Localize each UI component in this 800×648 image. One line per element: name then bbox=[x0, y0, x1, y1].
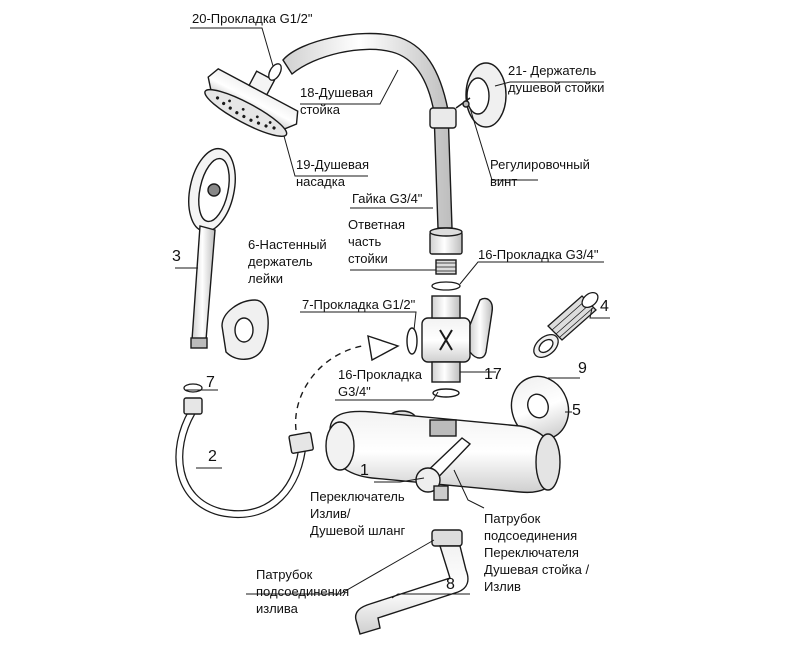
label-switch-line3: Душевой шланг bbox=[310, 523, 406, 538]
label-gasket-16-top: 16-Прокладка G3/4" bbox=[478, 247, 599, 262]
label-counterpart-line3: стойки bbox=[348, 251, 388, 266]
label-wall-holder-line3: лейки bbox=[248, 271, 284, 286]
label-switch-line1: Переключатель bbox=[310, 489, 405, 504]
label-switch: Переключатель Излив/ Душевой шланг bbox=[310, 488, 405, 539]
label-spout-connector-line3: излива bbox=[256, 601, 298, 616]
label-gasket-16-bottom-line1: 16-Прокладка bbox=[338, 367, 423, 382]
label-spout-connector: Патрубок подсоединения излива bbox=[256, 566, 349, 617]
label-gasket-7: 7-Прокладка G1/2" bbox=[302, 297, 416, 312]
riser-counterpart bbox=[435, 259, 457, 275]
gasket-7-small bbox=[183, 383, 203, 393]
label-nut: Гайка G3/4" bbox=[352, 191, 423, 206]
label-wall-holder: 6-Настенный держатель лейки bbox=[248, 236, 327, 287]
label-adjust-screw-line2: винт bbox=[490, 174, 518, 189]
label-wall-holder-line2: держатель bbox=[248, 254, 313, 269]
spout-8 bbox=[354, 529, 469, 635]
part-number-7: 7 bbox=[206, 374, 215, 391]
label-shower-head-line1: 19-Душевая bbox=[296, 157, 370, 172]
label-adjust-screw-line1: Регулировочный bbox=[490, 157, 590, 172]
label-counterpart: Ответная часть стойки bbox=[348, 216, 405, 267]
gasket-20 bbox=[268, 63, 282, 81]
label-gasket-16-bottom-line2: G3/4" bbox=[338, 384, 371, 399]
shower-hose-2 bbox=[175, 397, 314, 519]
label-shower-riser-line2: стойка bbox=[300, 102, 341, 117]
label-gasket-20: 20-Прокладка G1/2" bbox=[192, 11, 313, 26]
label-holder-21: 21- Держатель душевой стойки bbox=[508, 62, 604, 96]
part-number-4: 4 bbox=[600, 298, 609, 315]
label-counterpart-line1: Ответная bbox=[348, 217, 406, 232]
label-spout-connector-line1: Патрубок bbox=[256, 567, 313, 582]
label-switch-connector-line3: Переключателя bbox=[484, 545, 579, 560]
label-switch-connector-line4: Душевая стойка / bbox=[484, 562, 590, 577]
label-switch-connector-line5: Излив bbox=[484, 579, 521, 594]
part-number-3: 3 bbox=[172, 248, 181, 265]
label-holder-21-line2: душевой стойки bbox=[508, 80, 605, 95]
part-number-17: 17 bbox=[484, 366, 502, 383]
mixer-body-1 bbox=[325, 410, 561, 501]
escutcheon-5 bbox=[510, 375, 570, 441]
part-number-9: 9 bbox=[578, 360, 587, 377]
part-number-2: 2 bbox=[208, 448, 217, 465]
label-switch-connector-line1: Патрубок bbox=[484, 511, 541, 526]
part-number-8: 8 bbox=[446, 576, 455, 593]
label-counterpart-line2: часть bbox=[348, 234, 382, 249]
label-holder-21-line1: 21- Держатель bbox=[508, 63, 597, 78]
label-shower-head-line2: насадка bbox=[296, 174, 345, 189]
part-number-1: 1 bbox=[360, 462, 369, 479]
switch-valve-17 bbox=[406, 295, 494, 398]
shower-head bbox=[204, 68, 299, 137]
leader-lines bbox=[175, 27, 610, 599]
label-shower-riser-line1: 18-Душевая bbox=[300, 85, 374, 100]
label-shower-head: 19-Душевая насадка bbox=[296, 156, 369, 190]
label-adjust-screw: Регулировочный винт bbox=[490, 156, 590, 190]
gasket-16-top bbox=[431, 281, 461, 291]
direction-arrow bbox=[367, 334, 400, 362]
label-gasket-16-bottom: 16-Прокладка G3/4" bbox=[338, 366, 422, 400]
label-wall-holder-line1: 6-Настенный bbox=[248, 237, 327, 252]
label-switch-connector: Патрубок подсоединения Переключателя Душ… bbox=[484, 510, 589, 595]
wall-holder-6 bbox=[221, 299, 269, 360]
dashed-guide bbox=[294, 345, 363, 431]
riser-nut bbox=[429, 227, 463, 255]
riser-holder-21 bbox=[455, 62, 507, 128]
part-number-5: 5 bbox=[572, 402, 581, 419]
label-spout-connector-line2: подсоединения bbox=[256, 584, 350, 599]
label-shower-riser: 18-Душевая стойка bbox=[300, 84, 373, 118]
connector-hose-4 bbox=[533, 291, 599, 358]
hand-shower-3 bbox=[188, 147, 236, 349]
label-switch-line2: Излив/ bbox=[310, 506, 351, 521]
label-switch-connector-line2: подсоединения bbox=[484, 528, 578, 543]
